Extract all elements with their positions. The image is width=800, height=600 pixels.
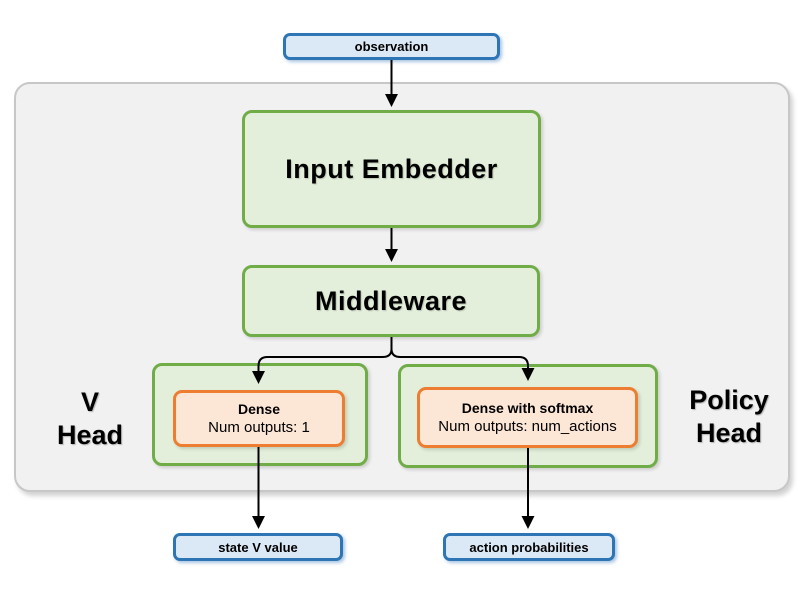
- policy-dense-node: Dense with softmax Num outputs: num_acti…: [417, 387, 638, 448]
- v-head-label: V Head: [25, 386, 155, 452]
- v-dense-node: Dense Num outputs: 1: [173, 390, 345, 447]
- policy-dense-title: Dense with softmax: [461, 399, 594, 416]
- v-dense-title: Dense: [237, 400, 281, 417]
- policy-head-label: Policy Head: [664, 384, 794, 450]
- v-head-label-line2: Head: [56, 420, 124, 450]
- policy-dense-subtitle: Num outputs: num_actions: [438, 417, 617, 435]
- v-head-label-line1: V: [80, 387, 99, 417]
- state-v-value-label: state V value: [218, 539, 298, 555]
- v-dense-subtitle: Num outputs: 1: [208, 418, 310, 436]
- observation-label: observation: [354, 39, 429, 54]
- action-probabilities-label: action probabilities: [469, 539, 589, 555]
- middleware-label: Middleware: [314, 285, 468, 316]
- input-embedder-label: Input Embedder: [285, 153, 498, 184]
- middleware-node: Middleware: [242, 265, 540, 337]
- action-probabilities-node: action probabilities: [443, 533, 615, 561]
- observation-node: observation: [283, 33, 500, 60]
- state-v-value-node: state V value: [173, 533, 343, 561]
- policy-head-label-line2: Head: [695, 418, 763, 448]
- policy-head-label-line1: Policy: [689, 385, 769, 415]
- input-embedder-node: Input Embedder: [242, 110, 541, 228]
